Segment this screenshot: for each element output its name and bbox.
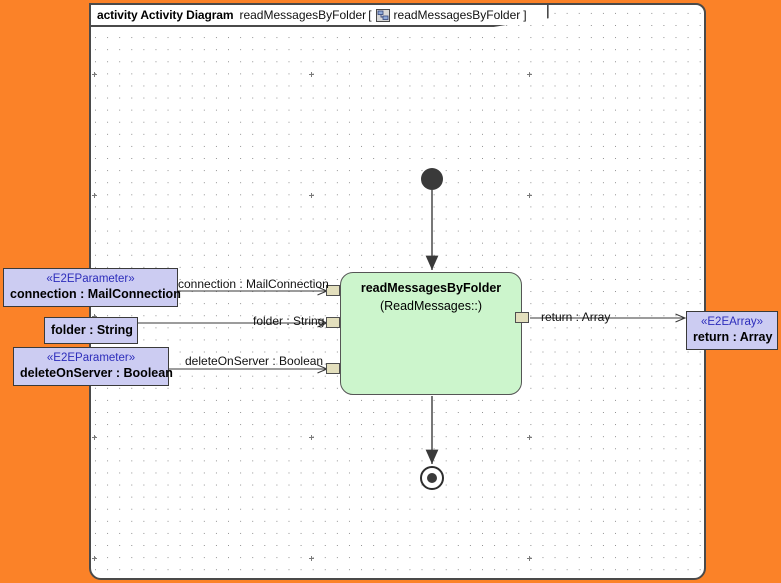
- parameter-node-delete-on-server[interactable]: «E2EParameter» deleteOnServer : Boolean: [13, 347, 173, 386]
- parameter-label: connection : MailConnection: [10, 287, 181, 301]
- input-pin-delete-on-server[interactable]: [326, 363, 340, 374]
- edge-label-folder: folder : String: [253, 314, 325, 328]
- input-pin-folder[interactable]: [326, 317, 340, 328]
- activity-diagram-icon: [375, 8, 390, 22]
- output-pin-return[interactable]: [515, 312, 529, 323]
- parameter-stereotype: «E2EArray»: [700, 316, 763, 328]
- parameter-node-return-array[interactable]: «E2EArray» return : Array: [686, 311, 778, 350]
- frame-kind-label: activity Activity Diagram: [97, 8, 234, 22]
- parameter-label: deleteOnServer : Boolean: [20, 366, 173, 380]
- edge-label-return: return : Array: [541, 310, 611, 324]
- initial-node[interactable]: [421, 168, 443, 190]
- action-node-readmessagesbyfolder[interactable]: readMessagesByFolder (ReadMessages::): [340, 272, 522, 395]
- parameter-label: folder : String: [51, 323, 133, 337]
- action-node-qualifier: (ReadMessages::): [379, 299, 483, 313]
- parameter-label: return : Array: [693, 330, 773, 344]
- frame-bracket-open: [: [368, 8, 372, 22]
- activity-final-node-core: [427, 473, 437, 483]
- parameter-node-folder[interactable]: folder : String: [44, 317, 138, 344]
- edge-label-delete-on-server: deleteOnServer : Boolean: [185, 354, 324, 368]
- parameter-stereotype: «E2EParameter»: [46, 352, 136, 364]
- action-node-title: readMessagesByFolder: [360, 281, 502, 295]
- frame-title-tab[interactable]: activity Activity Diagram readMessagesBy…: [91, 5, 549, 27]
- frame-name-label: readMessagesByFolder: [239, 8, 367, 22]
- parameter-node-connection[interactable]: «E2EParameter» connection : MailConnecti…: [3, 268, 181, 307]
- parameter-stereotype: «E2EParameter»: [46, 273, 135, 285]
- frame-bracket-close: ]: [523, 8, 527, 22]
- activity-final-node[interactable]: [420, 466, 444, 490]
- frame-parameter-label: readMessagesByFolder: [393, 8, 521, 22]
- edge-label-connection: connection : MailConnection: [178, 277, 329, 291]
